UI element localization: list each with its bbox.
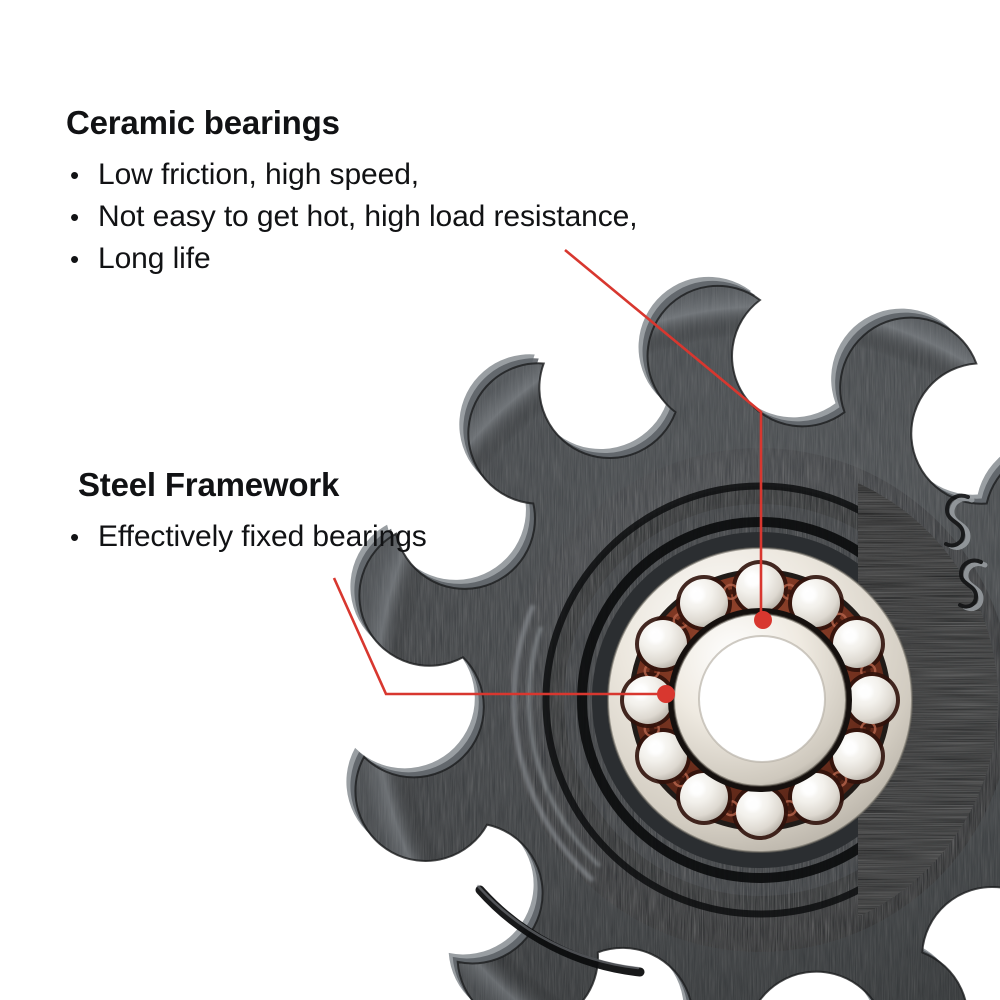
callout-ceramic-bearings: Ceramic bearings • Low friction, high sp… — [66, 104, 638, 280]
ceramic-bearing — [607, 547, 913, 853]
ceramic-balls — [624, 564, 896, 836]
leader-line-steel — [332, 577, 664, 696]
callout-heading-steel: Steel Framework — [78, 466, 340, 503]
list-item: • Long life — [70, 238, 637, 280]
hub-assembly — [508, 448, 1000, 952]
list-item: • Low friction, high speed, — [70, 154, 637, 196]
list-item-text: Not easy to get hot, high load resistanc… — [98, 199, 638, 233]
callout-steel-framework: Steel Framework • Effectively fixed bear… — [70, 466, 427, 558]
bullet-glyph: • — [70, 521, 80, 552]
bearing-cage — [634, 574, 886, 826]
bullet-glyph: • — [70, 201, 80, 232]
callout-heading-ceramic: Ceramic bearings — [66, 104, 340, 141]
list-item: • Effectively fixed bearings — [70, 516, 427, 558]
callout-list-steel: • Effectively fixed bearings — [70, 516, 427, 558]
script-logo-engraving — [944, 493, 988, 612]
inner-race — [674, 614, 846, 786]
jockey-wheel-body — [346, 276, 1000, 1000]
leader-line-ceramic — [564, 248, 763, 619]
bullet-glyph: • — [70, 243, 80, 274]
list-item-text: Effectively fixed bearings — [98, 519, 427, 553]
leader-dot-steel — [657, 685, 675, 703]
bearing-bore — [699, 636, 825, 762]
leader-dot-ceramic — [754, 611, 772, 629]
list-item: • Not easy to get hot, high load resista… — [70, 196, 638, 238]
list-item-text: Long life — [98, 241, 211, 275]
callout-list-ceramic: • Low friction, high speed, • Not easy t… — [70, 154, 638, 280]
brushed-rim-band — [858, 483, 998, 917]
bullet-glyph: • — [70, 159, 80, 190]
list-item-text: Low friction, high speed, — [98, 157, 420, 191]
